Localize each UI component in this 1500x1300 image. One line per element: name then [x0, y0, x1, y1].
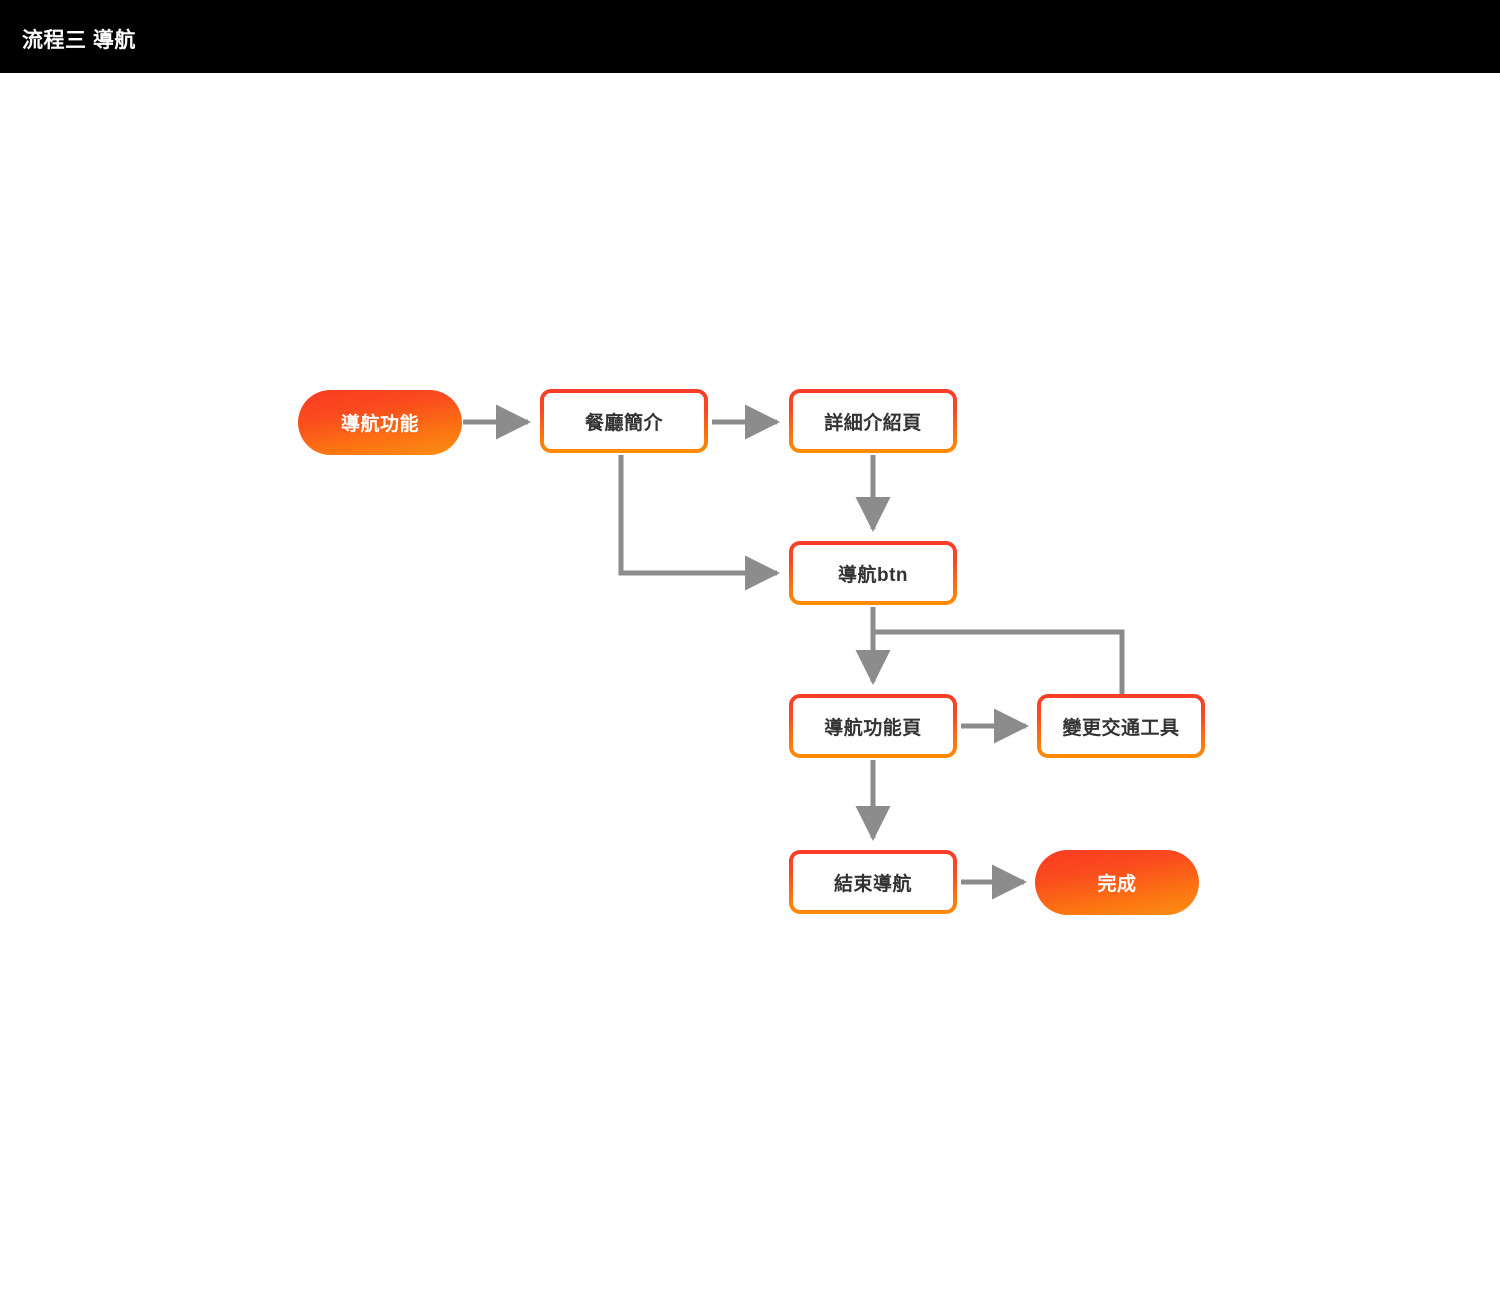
header-bar: 流程三 導航	[0, 0, 1500, 73]
node-end-nav[interactable]: 結束導航	[789, 850, 957, 914]
node-label: 完成	[1097, 874, 1137, 895]
node-nav-func[interactable]: 導航功能	[298, 390, 462, 455]
node-change-transport[interactable]: 變更交通工具	[1037, 694, 1205, 758]
node-label: 導航btn	[837, 564, 909, 586]
flowchart-canvas: 導航功能 餐廳簡介 詳細介紹頁 導航btn 導航功能頁 變更交通工具 結束導航 …	[0, 73, 1500, 1300]
edge-changetrans-to-navbtn-loop	[873, 629, 1125, 694]
edge-layer	[463, 404, 1125, 900]
node-detail[interactable]: 詳細介紹頁	[789, 389, 957, 453]
node-nav-page[interactable]: 導航功能頁	[789, 694, 957, 758]
node-label: 餐廳簡介	[584, 412, 663, 434]
node-label: 導航功能頁	[824, 717, 922, 739]
edge-restaurant-to-navbtn	[618, 455, 780, 591]
node-label: 結束導航	[833, 873, 912, 895]
node-label: 導航功能	[340, 414, 419, 435]
node-label: 變更交通工具	[1062, 717, 1180, 739]
node-nav-btn[interactable]: 導航btn	[789, 541, 957, 605]
node-restaurant[interactable]: 餐廳簡介	[540, 389, 708, 453]
page-title: 流程三 導航	[22, 29, 136, 52]
node-label: 詳細介紹頁	[824, 412, 922, 434]
node-done[interactable]: 完成	[1035, 850, 1199, 915]
